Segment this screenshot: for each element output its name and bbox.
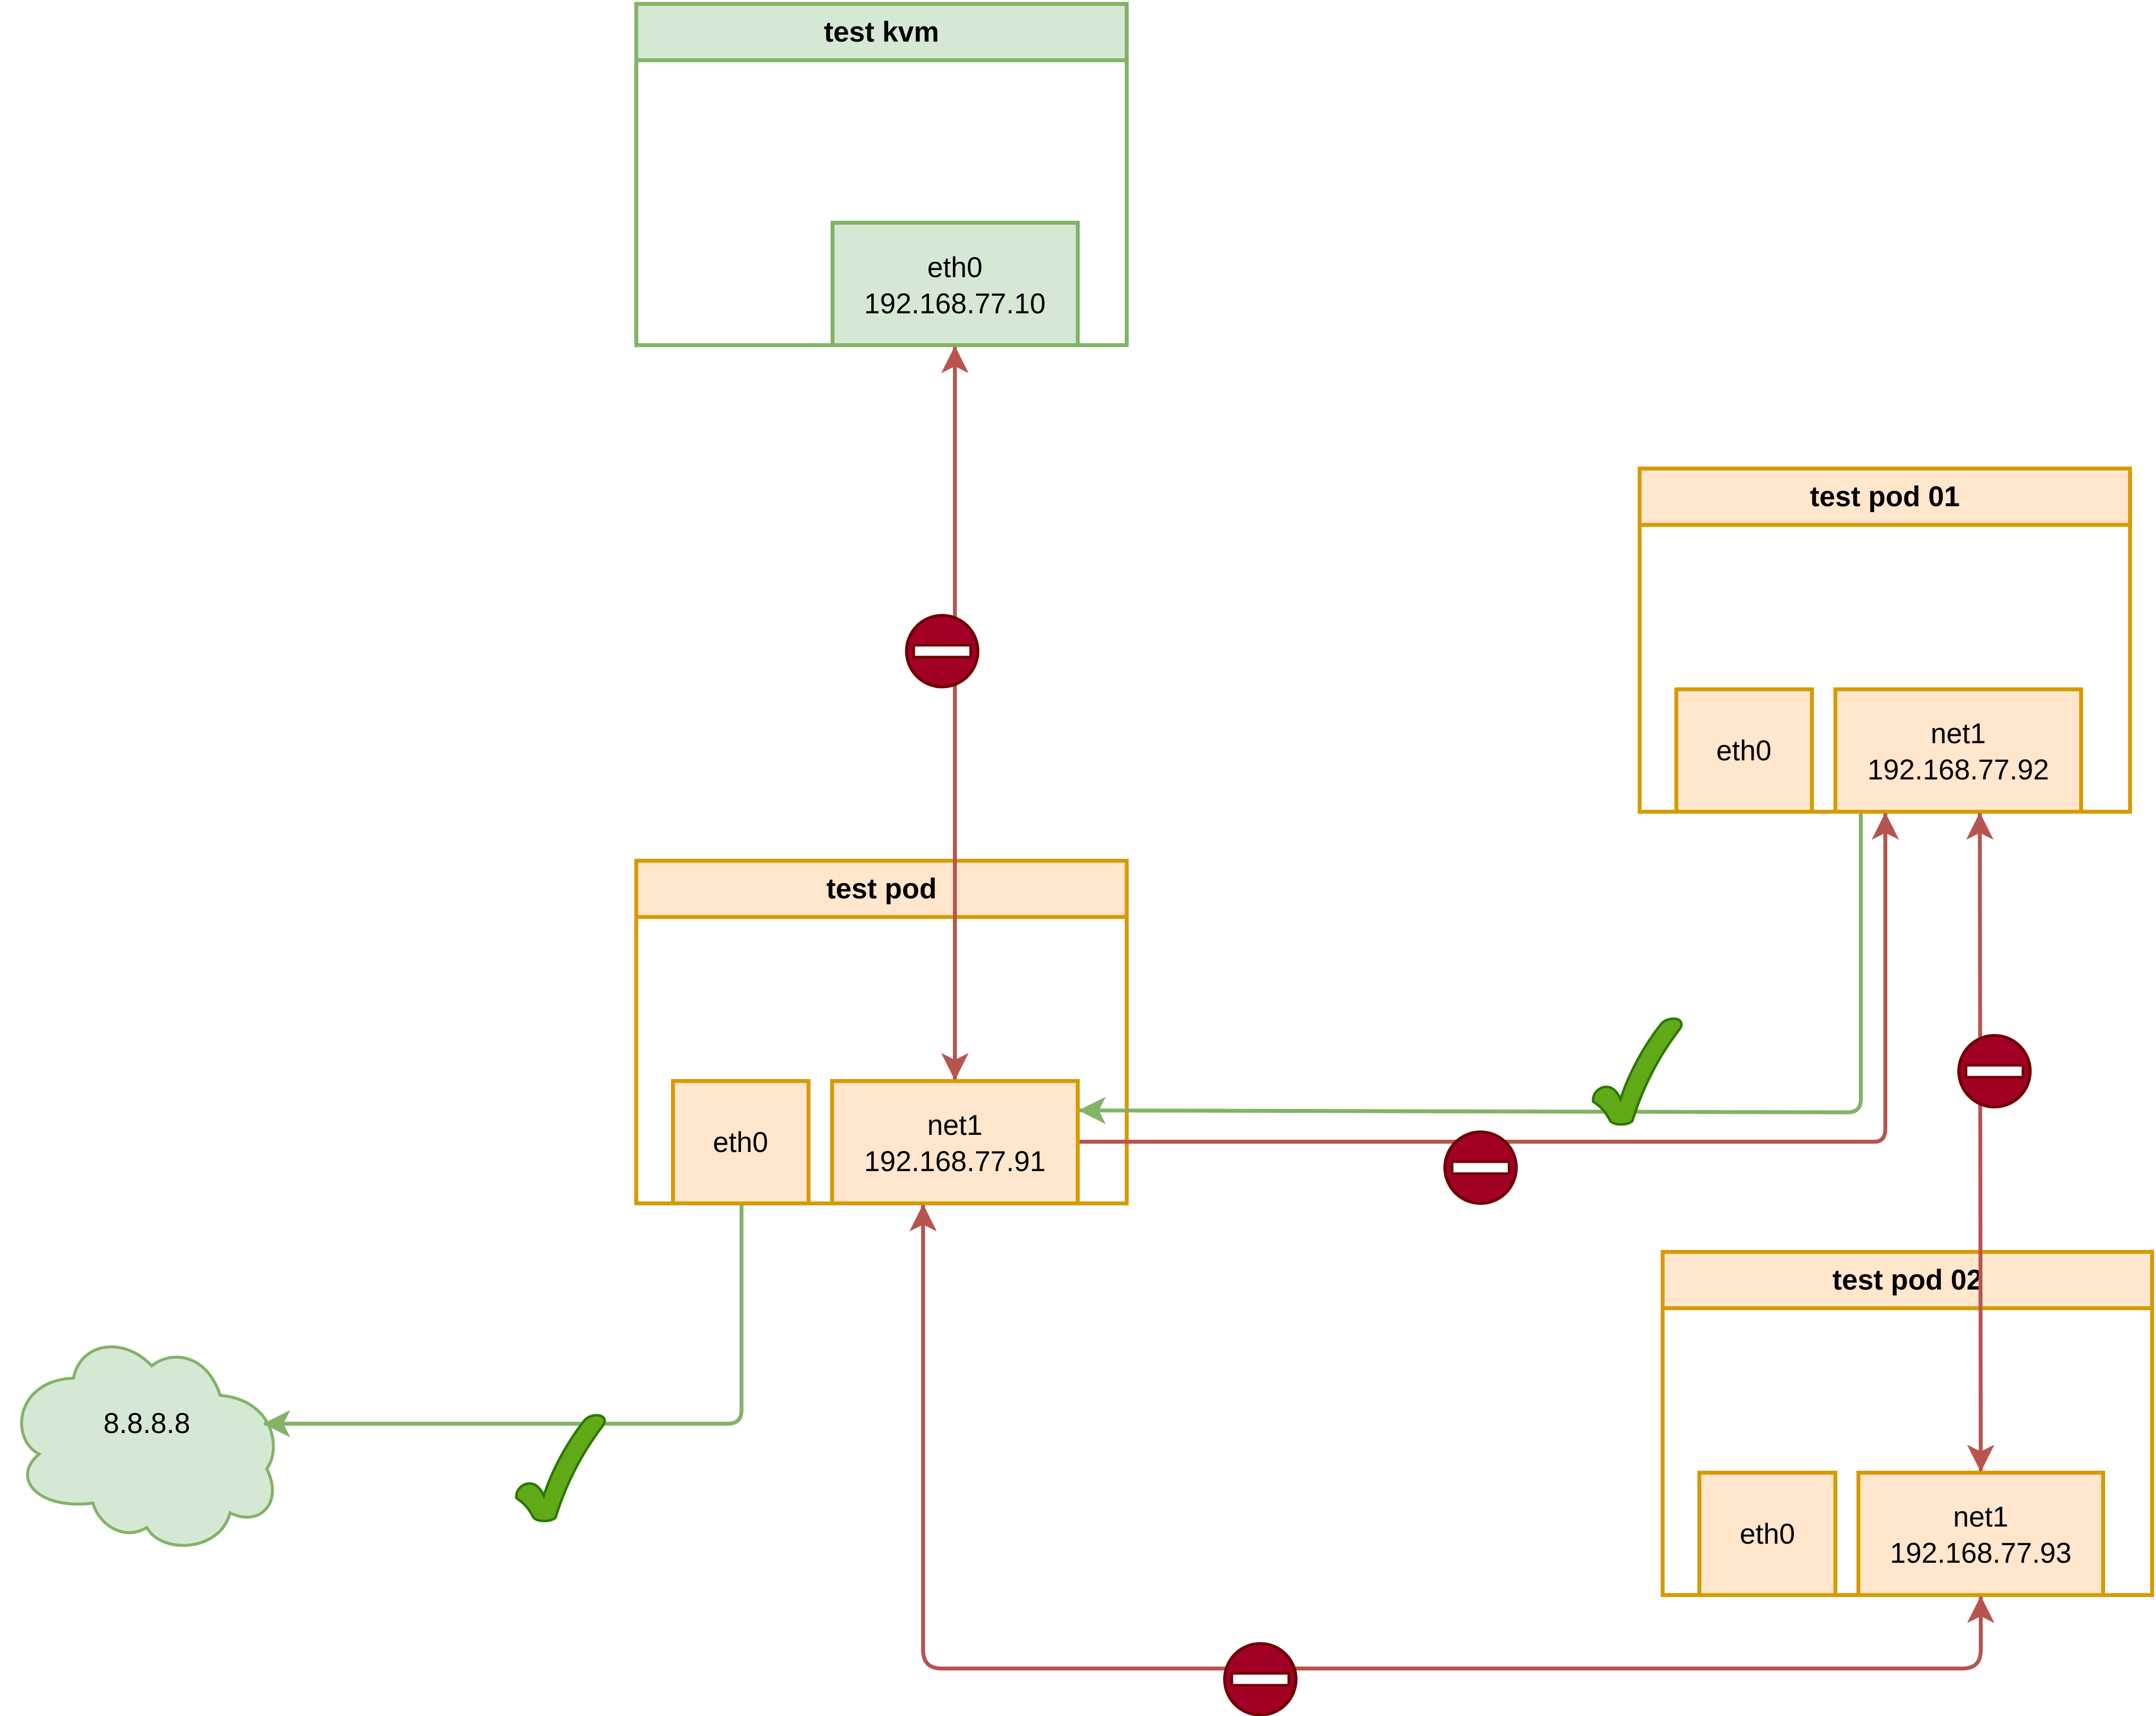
pod02-eth0-interface[interactable]: eth0 (1697, 1471, 1837, 1597)
internet-cloud[interactable]: 8.8.8.8 (20, 1345, 275, 1547)
pod01-net1-interface[interactable]: net1 192.168.77.92 (1833, 687, 2083, 814)
pod-eth0-name: eth0 (713, 1127, 768, 1158)
pod02-net1-name: net1 (1953, 1501, 2009, 1533)
blocked-icon-pod01-pod02 (1959, 1035, 2030, 1107)
connection-pod02-pod-net1[interactable] (909, 1204, 1994, 1670)
pod-net1-interface[interactable]: net1 192.168.77.91 (830, 1079, 1080, 1205)
pod-title: test pod (826, 873, 937, 905)
pod01-eth0-interface[interactable]: eth0 (1674, 687, 1814, 814)
kvm-eth0-interface[interactable]: eth0 192.168.77.10 (831, 221, 1080, 347)
blocked-icon-pod01 (1445, 1132, 1516, 1203)
pod01-net1-ip: 192.168.77.92 (1868, 754, 2049, 786)
kvm-title: test kvm (824, 16, 939, 48)
pod01-net1-name: net1 (1931, 718, 1986, 750)
connection-pod-eth0-to-internet[interactable] (263, 1205, 743, 1437)
connection-pod-net1-to-pod01-net1[interactable] (1080, 812, 1899, 1144)
internet-label: 8.8.8.8 (103, 1408, 190, 1439)
pod-net1-ip: 192.168.77.91 (864, 1146, 1046, 1177)
pod02-net1-interface[interactable]: net1 192.168.77.93 (1856, 1471, 2105, 1597)
kvm-eth0-name: eth0 (927, 252, 983, 283)
pod-net1-name: net1 (927, 1109, 983, 1141)
pod02-title: test pod 02 (1832, 1264, 1982, 1296)
blocked-icon-pod02 (1225, 1644, 1296, 1715)
connection-pod01-eth0-to-pod-net1[interactable] (1078, 814, 1863, 1125)
allowed-check-icon-pod01 (1593, 1019, 1682, 1125)
pod01-title: test pod 01 (1810, 481, 1960, 513)
kvm-eth0-ip: 192.168.77.10 (864, 288, 1046, 320)
pod01-eth0-name: eth0 (1716, 735, 1772, 767)
connection-pod01-pod02[interactable] (1966, 812, 1994, 1472)
pod02-net1-ip: 192.168.77.93 (1890, 1537, 2072, 1569)
pod02-eth0-name: eth0 (1740, 1518, 1795, 1550)
pod-eth0-interface[interactable]: eth0 (671, 1079, 811, 1205)
blocked-icon-kvm (906, 615, 978, 687)
allowed-check-icon-internet (516, 1415, 605, 1521)
